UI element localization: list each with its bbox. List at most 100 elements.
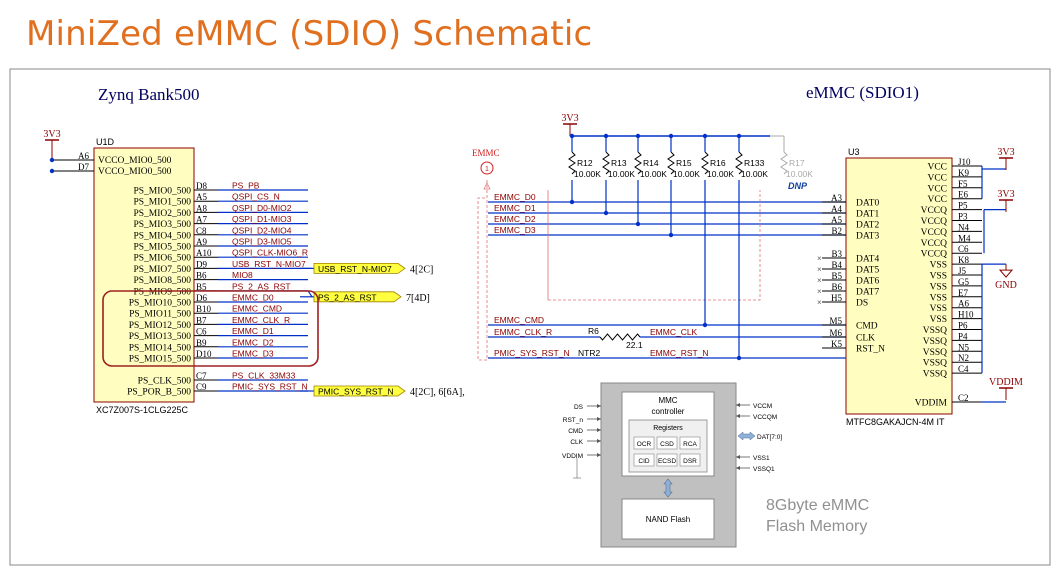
- emmc-heading: eMMC (SDIO1): [806, 83, 919, 102]
- pin-number: C2: [958, 393, 969, 403]
- pin-number: P6: [958, 321, 968, 331]
- resistor-value: 10.00K: [786, 169, 813, 179]
- dashed-region: [477, 180, 488, 361]
- port-ref: 7[4D]: [406, 293, 430, 304]
- pin-number: P5: [958, 201, 968, 211]
- pin-number: N4: [958, 222, 969, 232]
- net-label: EMMC_D1: [494, 203, 536, 213]
- port-ref: 4[2C], 6[6A],: [410, 387, 465, 398]
- pin-number: B10: [196, 304, 212, 314]
- pin-name: PS_POR_B_500: [127, 388, 191, 398]
- resistor-value: 10.00K: [707, 169, 734, 179]
- caption-line: 8Gbyte eMMC: [766, 497, 869, 514]
- register-cell: [679, 453, 701, 467]
- resistor-ref: R133: [744, 158, 765, 168]
- resistor-ref: R13: [611, 158, 627, 168]
- pin-name: PS_MIO12_500: [129, 321, 192, 331]
- net-label: MIO8: [232, 270, 253, 280]
- pin-name: VCCO_MIO0_500: [98, 167, 172, 177]
- pin-name: DAT3: [856, 232, 879, 242]
- pin-name: PS_MIO5_500: [133, 243, 191, 253]
- pin-name: PS_MIO13_500: [129, 332, 192, 342]
- pin-name: VSSQ: [923, 348, 947, 358]
- arrowhead: [597, 453, 601, 457]
- pin-name: DAT1: [856, 210, 879, 220]
- pin-name: PS_MIO15_500: [129, 355, 192, 365]
- pin-name: DAT5: [856, 266, 879, 276]
- emmc-marker-circle: [480, 161, 494, 175]
- pin-number: C7: [196, 371, 207, 381]
- register-label: CID: [638, 458, 650, 465]
- pin-number: B7: [196, 315, 207, 325]
- vccq-3v3-label: 3V3: [997, 189, 1014, 200]
- resistor-value: 10.00K: [574, 169, 601, 179]
- pin-name: RST_N: [856, 345, 885, 355]
- pin-name: PS_CLK_500: [138, 377, 192, 387]
- pin-number: A4: [831, 204, 842, 214]
- net-label: EMMC_CMD: [494, 315, 544, 325]
- block-signal: CLK: [570, 439, 583, 446]
- pin-name: VCCQ: [921, 206, 948, 216]
- junction-dot: [736, 355, 742, 361]
- bidirectional-arrow: [663, 478, 673, 498]
- zynq-heading: Zynq Bank500: [98, 85, 200, 104]
- net-label: QSPI_D2-MIO4: [232, 225, 292, 235]
- junction-dot: [569, 133, 575, 139]
- marker-number: 1: [485, 166, 489, 173]
- pin-name: PS_MIO4_500: [133, 231, 191, 241]
- net-label: PMIC_SYS_RST_N: [494, 348, 570, 358]
- controller-title: MMC: [658, 396, 677, 405]
- pin-name: VCC: [927, 184, 947, 194]
- register-label: ECSD: [658, 458, 676, 465]
- arrowhead: [597, 439, 601, 443]
- pin-number: C4: [958, 364, 969, 374]
- pin-number: C6: [196, 327, 207, 337]
- emmc-ref: U3: [848, 147, 860, 157]
- no-connect-mark: ×: [817, 298, 822, 307]
- pin-name: PS_MIO3_500: [133, 220, 191, 230]
- pin-name: VCC: [927, 195, 947, 205]
- pin-number: P4: [958, 331, 968, 341]
- net-label: EMMC_CMD: [232, 304, 282, 314]
- pullup-resistor: [568, 151, 576, 175]
- resistor-ref: R12: [577, 158, 593, 168]
- pin-name: VCCQ: [921, 239, 948, 249]
- pin-number: A6: [958, 299, 969, 309]
- block-signal: CMD: [568, 428, 583, 435]
- net-label: EMMC_D3: [232, 349, 274, 359]
- block-signal: DAT[7:0]: [757, 434, 782, 441]
- pin-number: B6: [196, 271, 207, 281]
- pin-number: M4: [958, 233, 971, 243]
- gnd-label: GND: [995, 280, 1017, 291]
- no-connect-mark: ×: [817, 265, 822, 274]
- vcc-3v3-label: 3V3: [997, 147, 1014, 158]
- register-label: RCA: [683, 441, 697, 448]
- junction-dot: [668, 133, 674, 139]
- pin-name: PS_MIO10_500: [129, 299, 192, 309]
- arrowhead: [736, 403, 740, 407]
- pullup-resistor: [780, 151, 788, 175]
- pin-name: DAT0: [856, 199, 879, 209]
- pin-name: VSSQ: [923, 370, 947, 380]
- net-label: EMMC_D2: [232, 337, 274, 347]
- pin-number: A7: [196, 215, 207, 225]
- net-label: EMMC_D3: [494, 225, 536, 235]
- register-cell: [633, 436, 655, 450]
- net-label: EMMC_D2: [494, 214, 536, 224]
- pin-name: PS_MIO8_500: [133, 276, 191, 286]
- pin-name: VCC: [927, 163, 947, 173]
- pin-number: D7: [78, 162, 89, 172]
- junction-dot: [569, 199, 575, 205]
- port-ref: 4[2C]: [410, 264, 433, 275]
- no-connect-mark: ×: [817, 287, 822, 296]
- net-label: QSPI_D3-MIO5: [232, 237, 292, 247]
- pin-number: D6: [196, 293, 207, 303]
- pin-name: CMD: [856, 322, 878, 332]
- resistor-value: 10.00K: [640, 169, 667, 179]
- pin-name: PS_MIO2_500: [133, 209, 191, 219]
- zynq-ref: U1D: [96, 137, 115, 147]
- resistor-ref: R17: [789, 158, 805, 168]
- caption-line: Flash Memory: [766, 518, 867, 535]
- resistor-ref: R6: [588, 326, 599, 336]
